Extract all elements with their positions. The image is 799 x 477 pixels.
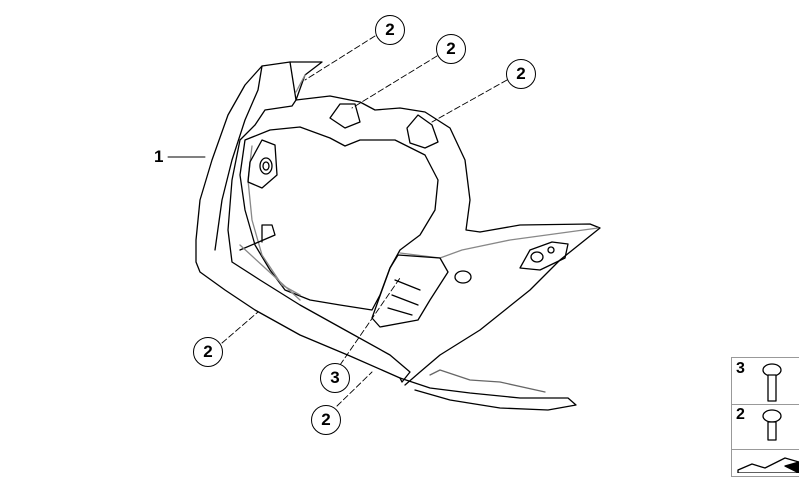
legend-row-3: 3 <box>732 358 799 405</box>
callout-2-bottom: 2 <box>311 405 341 435</box>
legend-row-2: 2 <box>732 404 799 450</box>
legend-number: 2 <box>736 406 745 423</box>
leader-lines <box>167 35 508 407</box>
part-label-1: 1 <box>154 147 164 166</box>
screw-short-icon <box>762 409 782 441</box>
screw-long-icon <box>762 363 782 402</box>
legend-number: 3 <box>736 360 745 377</box>
parts-legend: 3 2 <box>731 357 799 477</box>
fairing-part <box>195 61 601 411</box>
callout-2-bottom-left: 2 <box>193 337 223 367</box>
callout-3: 3 <box>320 363 350 393</box>
callout-2-right: 2 <box>506 59 536 89</box>
clip-icon <box>737 457 799 473</box>
callout-2-top-middle: 2 <box>436 34 466 64</box>
callout-2-top: 2 <box>375 15 405 45</box>
